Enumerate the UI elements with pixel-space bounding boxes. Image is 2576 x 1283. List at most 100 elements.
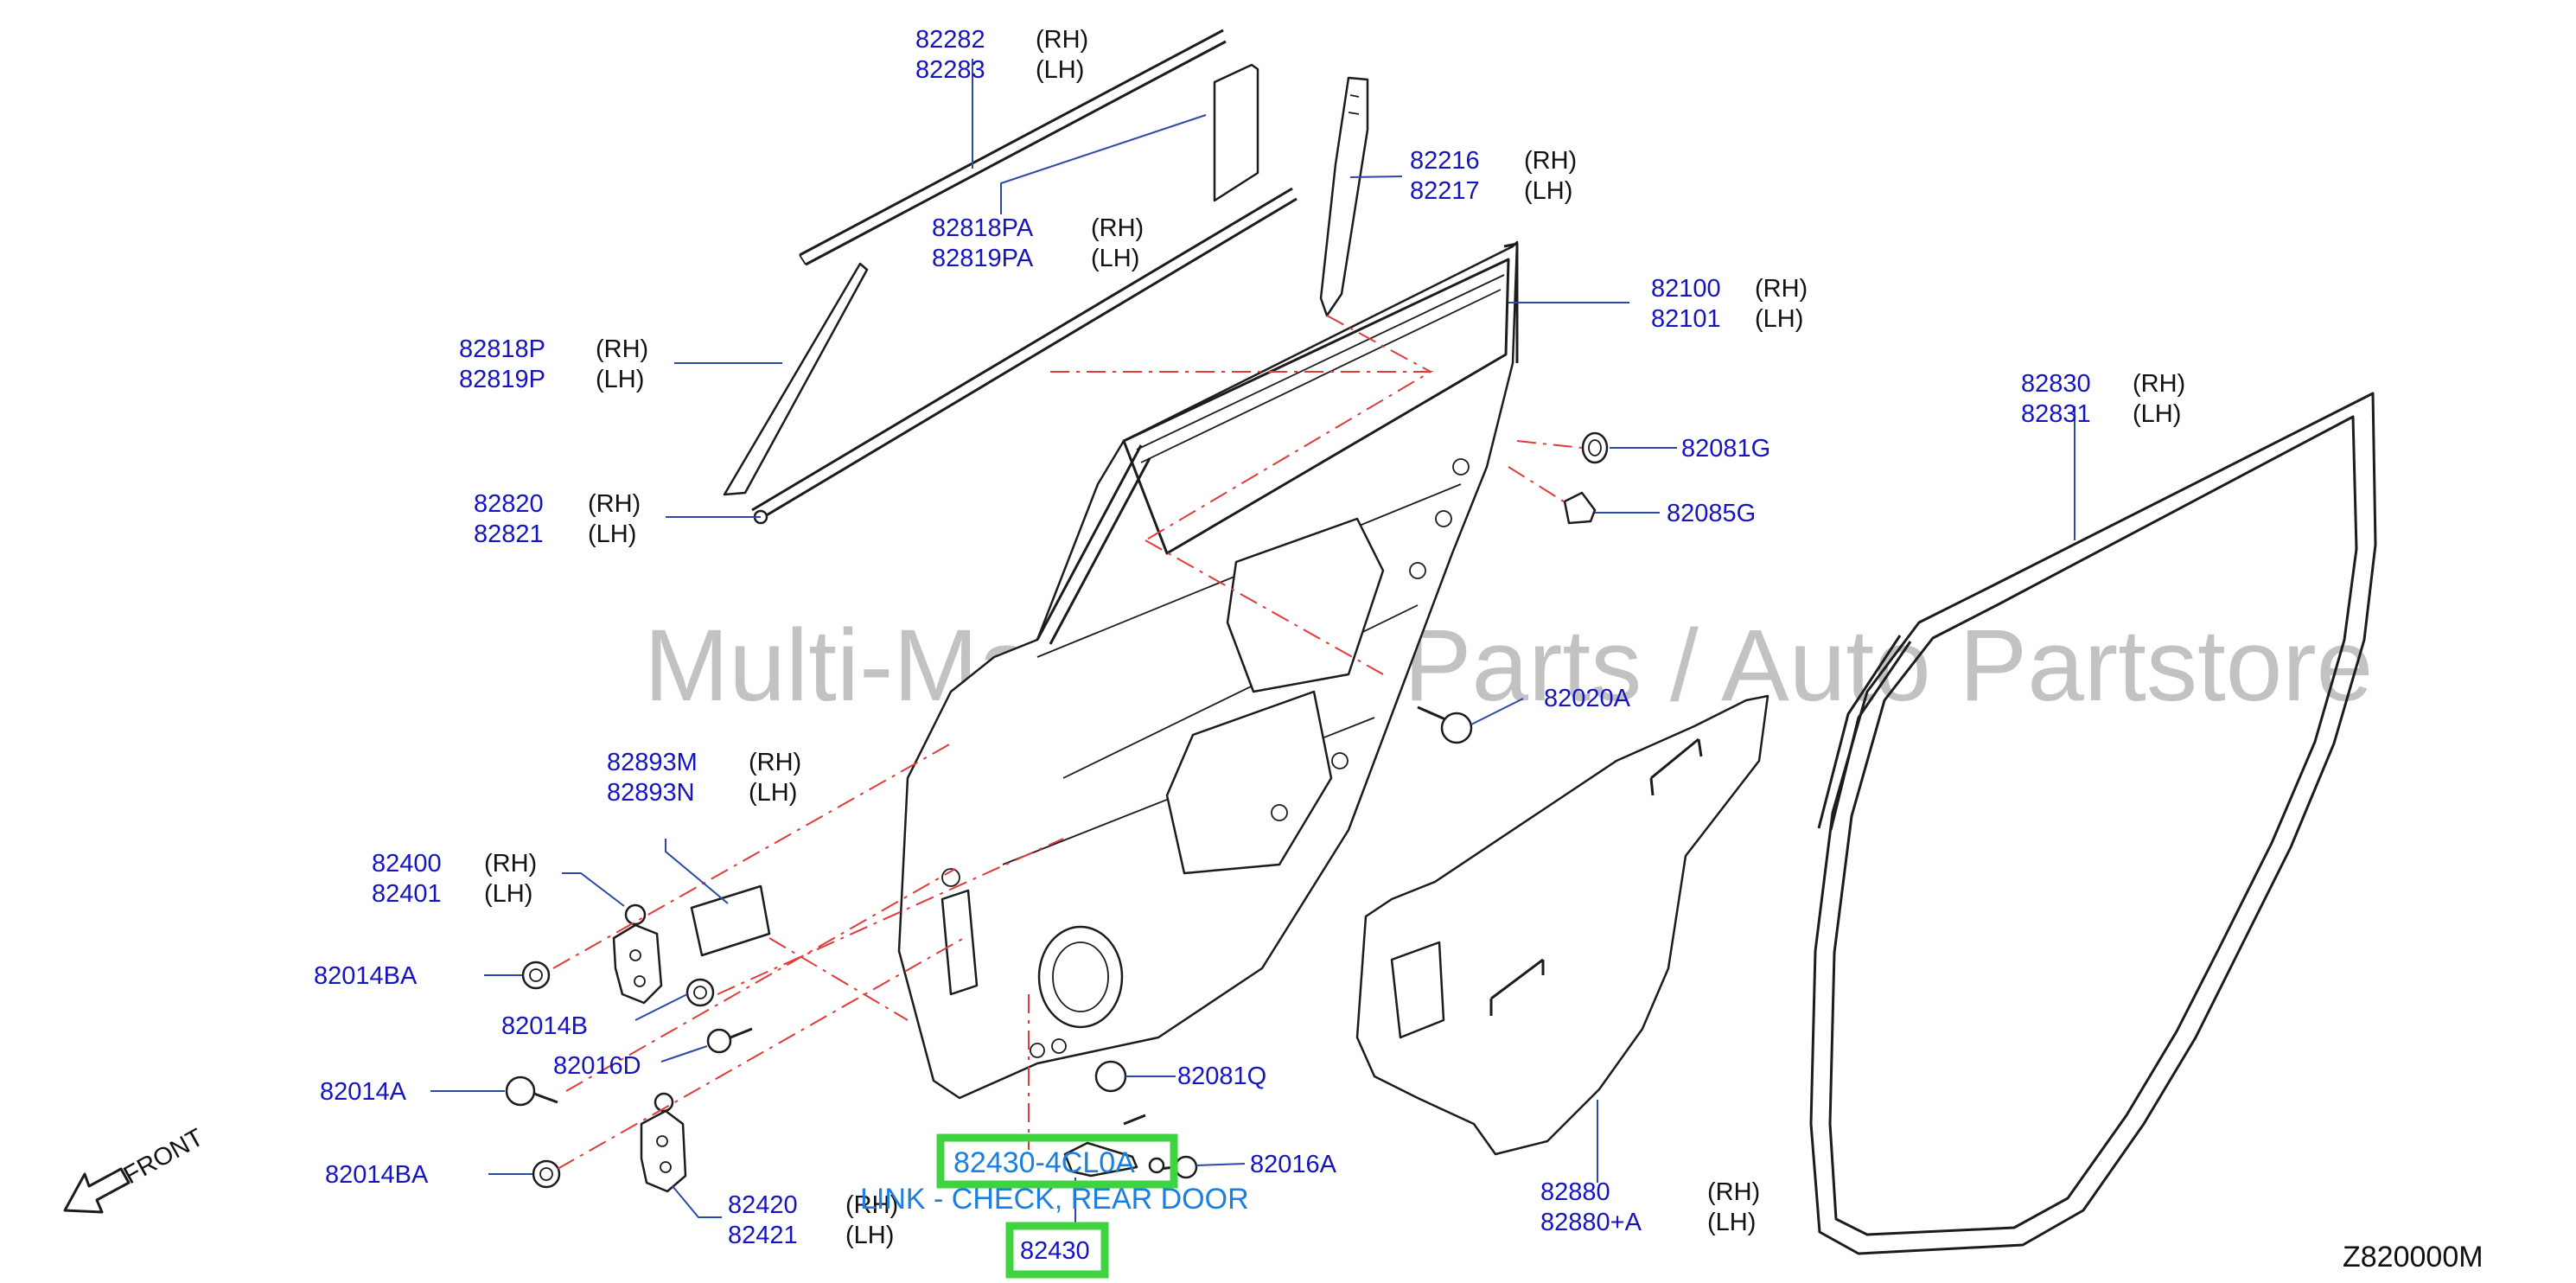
side-rh: (RH) (588, 490, 641, 518)
label-82821[interactable]: 82821 (LH) (474, 520, 636, 548)
label-82100[interactable]: 82100 (RH) (1651, 275, 1808, 303)
part-number-82101[interactable]: 82101 (1651, 305, 1721, 333)
part-number-82830[interactable]: 82830 (2021, 370, 2091, 398)
leader-lines (430, 59, 2075, 1226)
nut-82014BA-bottom-drawing (532, 1159, 561, 1189)
side-lh: (LH) (1524, 177, 1572, 205)
front-indicator: FRONT (63, 1124, 208, 1214)
b-pillar-garnish-drawing (723, 262, 869, 496)
check-link-drawing (1063, 1114, 1165, 1178)
part-number-82016A[interactable]: 82016A (1250, 1151, 1337, 1178)
highlight-box-part (936, 1133, 1178, 1189)
label-82014BA-bottom[interactable]: 82014BA (325, 1161, 429, 1189)
part-number-82819PA[interactable]: 82819PA (932, 245, 1034, 272)
highlight-part-number[interactable]: 82430-4CL0A (953, 1146, 1135, 1179)
label-82081Q[interactable]: 82081Q (1177, 1063, 1266, 1090)
side-rh: (RH) (596, 335, 648, 363)
part-number-82818P[interactable]: 82818P (459, 335, 545, 363)
part-number-82100[interactable]: 82100 (1651, 275, 1721, 303)
highlight-ref-number[interactable]: 82430 (1020, 1237, 1090, 1265)
label-82014BA-top[interactable]: 82014BA (314, 962, 418, 990)
part-number-82216[interactable]: 82216 (1410, 147, 1480, 175)
label-82400[interactable]: 82400 (RH) (372, 850, 537, 878)
label-82880[interactable]: 82880 (RH) (1540, 1178, 1760, 1206)
bolt-82020A-drawing (1417, 705, 1473, 744)
label-82020A[interactable]: 82020A (1544, 685, 1631, 712)
front-label: FRONT (119, 1124, 208, 1190)
label-82818PA[interactable]: 82818PA (RH) (932, 214, 1144, 242)
side-rh: (RH) (749, 749, 801, 776)
label-82014A[interactable]: 82014A (320, 1078, 407, 1106)
part-number-82820[interactable]: 82820 (474, 490, 544, 518)
side-lh: (LH) (588, 520, 636, 548)
part-number-82283[interactable]: 82283 (915, 56, 985, 84)
part-number-82400[interactable]: 82400 (372, 850, 442, 878)
part-number-82217[interactable]: 82217 (1410, 177, 1480, 205)
label-82820[interactable]: 82820 (RH) (474, 490, 641, 518)
part-number-82893N[interactable]: 82893N (607, 779, 695, 807)
label-82818P[interactable]: 82818P (RH) (459, 335, 648, 363)
side-lh: (LH) (484, 880, 532, 908)
label-82819P[interactable]: 82819P (LH) (459, 366, 644, 393)
side-lh: (LH) (749, 779, 797, 807)
label-82830[interactable]: 82830(RH) (2021, 370, 2185, 398)
label-82016D[interactable]: 82016D (553, 1052, 641, 1080)
part-number-82016D[interactable]: 82016D (553, 1052, 641, 1080)
plug-82081Q-drawing (1094, 1060, 1127, 1093)
part-number-82081Q[interactable]: 82081Q (1177, 1063, 1266, 1090)
part-number-82014B[interactable]: 82014B (501, 1012, 588, 1040)
side-rh: (RH) (1755, 275, 1808, 303)
side-rh: (RH) (1091, 214, 1144, 242)
label-82401[interactable]: 82401 (LH) (372, 880, 532, 908)
label-82283[interactable]: 82283 (LH) (915, 56, 1084, 84)
side-lh: (LH) (1036, 56, 1084, 84)
label-82016A[interactable]: 82016A (1250, 1151, 1337, 1178)
part-number-82831[interactable]: 82831 (2021, 400, 2091, 428)
bolt-82014A-drawing (505, 1076, 558, 1107)
part-number-82081G[interactable]: 82081G (1681, 435, 1770, 463)
label-82081G[interactable]: 82081G (1681, 435, 1770, 463)
label-82216[interactable]: 82216(RH) (1410, 147, 1577, 175)
part-number-82821[interactable]: 82821 (474, 520, 544, 548)
part-number-82818PA[interactable]: 82818PA (932, 214, 1034, 242)
front-arrow-icon (63, 1167, 131, 1214)
label-82420[interactable]: 82420 (RH) (728, 1191, 898, 1219)
side-lh: (LH) (1091, 245, 1139, 272)
part-number-82893M[interactable]: 82893M (607, 749, 698, 776)
part-number-82282[interactable]: 82282 (915, 26, 985, 54)
label-82421[interactable]: 82421 (LH) (728, 1222, 894, 1249)
label-82819PA[interactable]: 82819PA (LH) (932, 245, 1139, 272)
side-rh: (RH) (1707, 1178, 1760, 1206)
part-number-82401[interactable]: 82401 (372, 880, 442, 908)
label-82880A[interactable]: 82880+A(LH) (1540, 1209, 1756, 1236)
side-lh: (LH) (845, 1222, 894, 1249)
side-rh: (RH) (845, 1191, 898, 1219)
part-number-82014BA-bottom[interactable]: 82014BA (325, 1161, 429, 1189)
part-number-82014A[interactable]: 82014A (320, 1078, 407, 1106)
label-82893N[interactable]: 82893N (LH) (607, 779, 797, 807)
upper-hinge-drawing (612, 903, 663, 1005)
label-82085G[interactable]: 82085G (1667, 500, 1756, 527)
side-lh: (LH) (596, 366, 644, 393)
side-rh: (RH) (484, 850, 537, 878)
label-82014B[interactable]: 82014B (501, 1012, 588, 1040)
lower-hinge-drawing (640, 1092, 687, 1193)
part-number-82014BA-top[interactable]: 82014BA (314, 962, 418, 990)
part-number-82420[interactable]: 82420 (728, 1191, 798, 1219)
label-82893M[interactable]: 82893M (RH) (607, 749, 801, 776)
part-number-82819P[interactable]: 82819P (459, 366, 545, 393)
highlight-description: LINK - CHECK, REAR DOOR (860, 1183, 1249, 1216)
part-number-82880A[interactable]: 82880+A (1540, 1209, 1642, 1236)
part-number-82020A[interactable]: 82020A (1544, 685, 1631, 712)
label-82101[interactable]: 82101(LH) (1651, 305, 1803, 333)
belt-weatherstrip-drawing (751, 187, 1298, 525)
highlighted-part[interactable]: 82430-4CL0A LINK - CHECK, REAR DOOR 8243… (860, 1133, 1249, 1279)
sash-garnish-drawing (1213, 63, 1259, 202)
grommet-drawing (1581, 431, 1609, 464)
label-82831[interactable]: 82831(LH) (2021, 400, 2181, 428)
label-82217[interactable]: 82217 (LH) (1410, 177, 1572, 205)
label-82282[interactable]: 82282(RH) (915, 26, 1088, 54)
part-number-82880[interactable]: 82880 (1540, 1178, 1610, 1206)
part-number-82421[interactable]: 82421 (728, 1222, 798, 1249)
part-number-82085G[interactable]: 82085G (1667, 500, 1756, 527)
